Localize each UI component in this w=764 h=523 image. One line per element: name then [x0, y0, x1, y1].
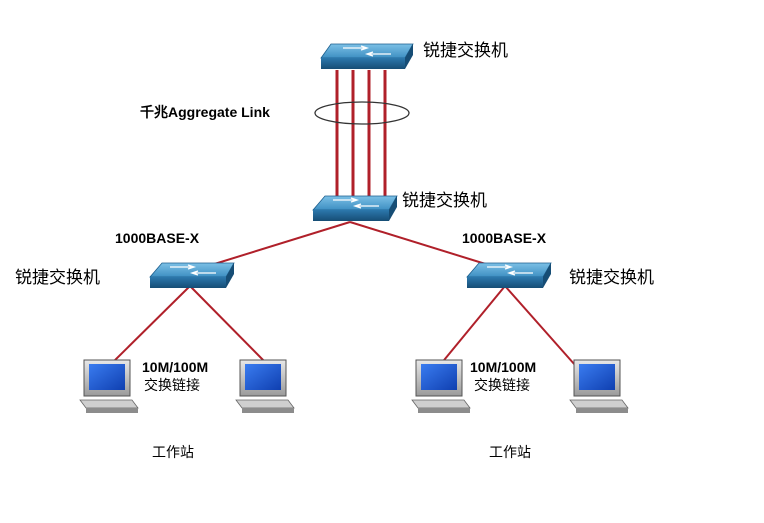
workstation-icon [79, 359, 139, 413]
workstation-icon [411, 359, 471, 413]
workstation-right-label: 工作站 [489, 445, 531, 461]
uplink-right-label: 1000BASE-X [462, 230, 547, 246]
aggregate-link-ellipse [314, 101, 410, 125]
uplink-lines [194, 221, 506, 271]
aggregate-link-label: 千兆Aggregate Link [140, 104, 270, 120]
access-switch-right-icon [466, 262, 552, 288]
access-lines [109, 285, 576, 366]
link-right-label: 交换链接 [474, 377, 530, 394]
distribution-switch-label: 锐捷交换机 [402, 191, 487, 211]
access-switch-left-label: 锐捷交换机 [15, 268, 100, 288]
workstation-left-label: 工作站 [152, 445, 194, 461]
uplink-left-label: 1000BASE-X [115, 230, 200, 246]
workstation-icon [235, 359, 295, 413]
access-switch-right-label: 锐捷交换机 [569, 268, 654, 288]
speed-right-label: 10M/100M [470, 359, 536, 375]
core-switch-icon [320, 43, 414, 69]
distribution-switch-icon [312, 195, 398, 221]
link-left-label: 交换链接 [144, 377, 200, 394]
access-switch-left-icon [149, 262, 235, 288]
speed-left-label: 10M/100M [142, 359, 208, 375]
core-switch-label: 锐捷交换机 [423, 41, 508, 61]
workstation-icon [569, 359, 629, 413]
aggregate-link-bundle [335, 70, 387, 198]
